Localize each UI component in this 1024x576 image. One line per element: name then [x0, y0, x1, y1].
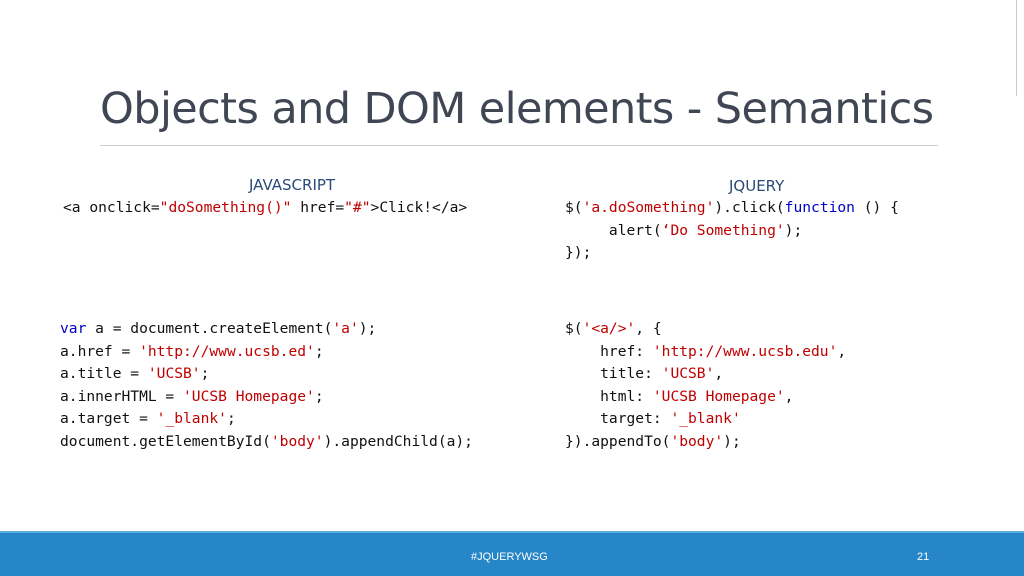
- code-string: 'UCSB': [661, 365, 715, 382]
- code-text: a.title =: [60, 365, 148, 382]
- code-string: 'a': [332, 320, 359, 337]
- code-text: ;: [226, 410, 236, 427]
- code-string: '_blank': [156, 410, 227, 427]
- code-text: a.href =: [60, 342, 140, 360]
- code-text: );: [784, 221, 803, 239]
- code-line: $('a.doSomething').click(function () {: [565, 197, 899, 220]
- code-text: title:: [565, 365, 662, 382]
- code-text: ;: [200, 365, 210, 382]
- code-string: 'UCSB Homepage': [652, 387, 785, 405]
- code-text: html:: [565, 387, 653, 405]
- code-line: title: 'UCSB',: [565, 363, 846, 386]
- slide-title: Objects and DOM elements - Semantics: [100, 84, 934, 134]
- code-string: ‘Do Something': [661, 221, 785, 239]
- code-text: target:: [565, 410, 671, 427]
- code-line: $('<a/>', {: [565, 318, 846, 341]
- code-text: $(: [565, 199, 583, 216]
- code-string: 'http://www.ucsb.ed': [139, 342, 315, 360]
- code-text: ;: [314, 387, 324, 405]
- code-text: });: [565, 244, 592, 261]
- code-line: href: 'http://www.ucsb.edu',: [565, 341, 846, 364]
- code-line: a.title = 'UCSB';: [60, 363, 473, 386]
- code-text: >Click!</a>: [370, 199, 468, 216]
- code-string: "#": [344, 199, 371, 216]
- code-keyword: var: [60, 320, 87, 337]
- js-create-element-code: var a = document.createElement('a');a.hr…: [60, 318, 473, 453]
- code-text: ).click(: [714, 199, 785, 216]
- code-line: <a onclick="doSomething()" href="#">Clic…: [63, 197, 467, 220]
- footer-accent-line: [0, 531, 1024, 533]
- code-text: );: [723, 432, 741, 450]
- code-string: '_blank': [670, 410, 741, 427]
- code-text: document.getElementById(: [60, 432, 271, 450]
- js-link-code: <a onclick="doSomething()" href="#">Clic…: [63, 197, 467, 220]
- code-line: });: [565, 242, 899, 265]
- jq-click-code: $('a.doSomething').click(function () { a…: [565, 197, 899, 265]
- code-string: 'UCSB': [147, 365, 201, 382]
- code-text: a.target =: [60, 410, 157, 427]
- code-text: href:: [565, 342, 653, 360]
- code-text: ;: [314, 342, 324, 360]
- code-text: $(: [565, 320, 583, 337]
- code-line: a.innerHTML = 'UCSB Homepage';: [60, 386, 473, 409]
- code-string: 'body': [670, 432, 724, 450]
- javascript-heading: JAVASCRIPT: [249, 176, 336, 194]
- code-text: href=: [291, 199, 345, 216]
- code-text: a = document.createElement(: [86, 320, 333, 337]
- code-line: document.getElementById('body').appendCh…: [60, 431, 473, 454]
- code-text: () {: [854, 199, 899, 216]
- code-text: a.innerHTML =: [60, 387, 184, 405]
- jquery-heading: JQUERY: [729, 177, 785, 195]
- code-string: 'UCSB Homepage': [183, 387, 315, 405]
- code-text: ,: [784, 387, 794, 405]
- jq-create-element-code: $('<a/>', { href: 'http://www.ucsb.edu',…: [565, 318, 846, 453]
- code-text: ,: [714, 365, 724, 382]
- code-string: "doSomething()": [159, 199, 292, 216]
- corner-divider: [1016, 0, 1017, 96]
- code-keyword: function: [784, 199, 855, 216]
- slide-number: 21: [917, 551, 930, 563]
- footer-bar: #JQUERYWSG 21: [0, 531, 1024, 576]
- code-text: }).appendTo(: [565, 432, 671, 450]
- code-line: target: '_blank': [565, 408, 846, 431]
- code-text: <a onclick=: [63, 199, 160, 216]
- code-text: , {: [635, 320, 662, 337]
- code-line: html: 'UCSB Homepage',: [565, 386, 846, 409]
- code-string: '<a/>': [582, 320, 636, 337]
- code-string: 'http://www.ucsb.edu': [652, 342, 838, 360]
- code-text: ,: [837, 342, 847, 360]
- code-line: a.href = 'http://www.ucsb.ed';: [60, 341, 473, 364]
- title-underline: [100, 145, 938, 146]
- code-line: alert(‘Do Something');: [565, 220, 899, 243]
- code-string: 'a.doSomething': [582, 199, 715, 216]
- code-text: alert(: [565, 221, 662, 239]
- code-line: }).appendTo('body');: [565, 431, 846, 454]
- code-string: 'body': [270, 432, 324, 450]
- code-text: );: [358, 320, 377, 337]
- code-line: var a = document.createElement('a');: [60, 318, 473, 341]
- code-line: a.target = '_blank';: [60, 408, 473, 431]
- footer-hashtag: #JQUERYWSG: [471, 551, 548, 563]
- code-text: ).appendChild(a);: [323, 432, 473, 450]
